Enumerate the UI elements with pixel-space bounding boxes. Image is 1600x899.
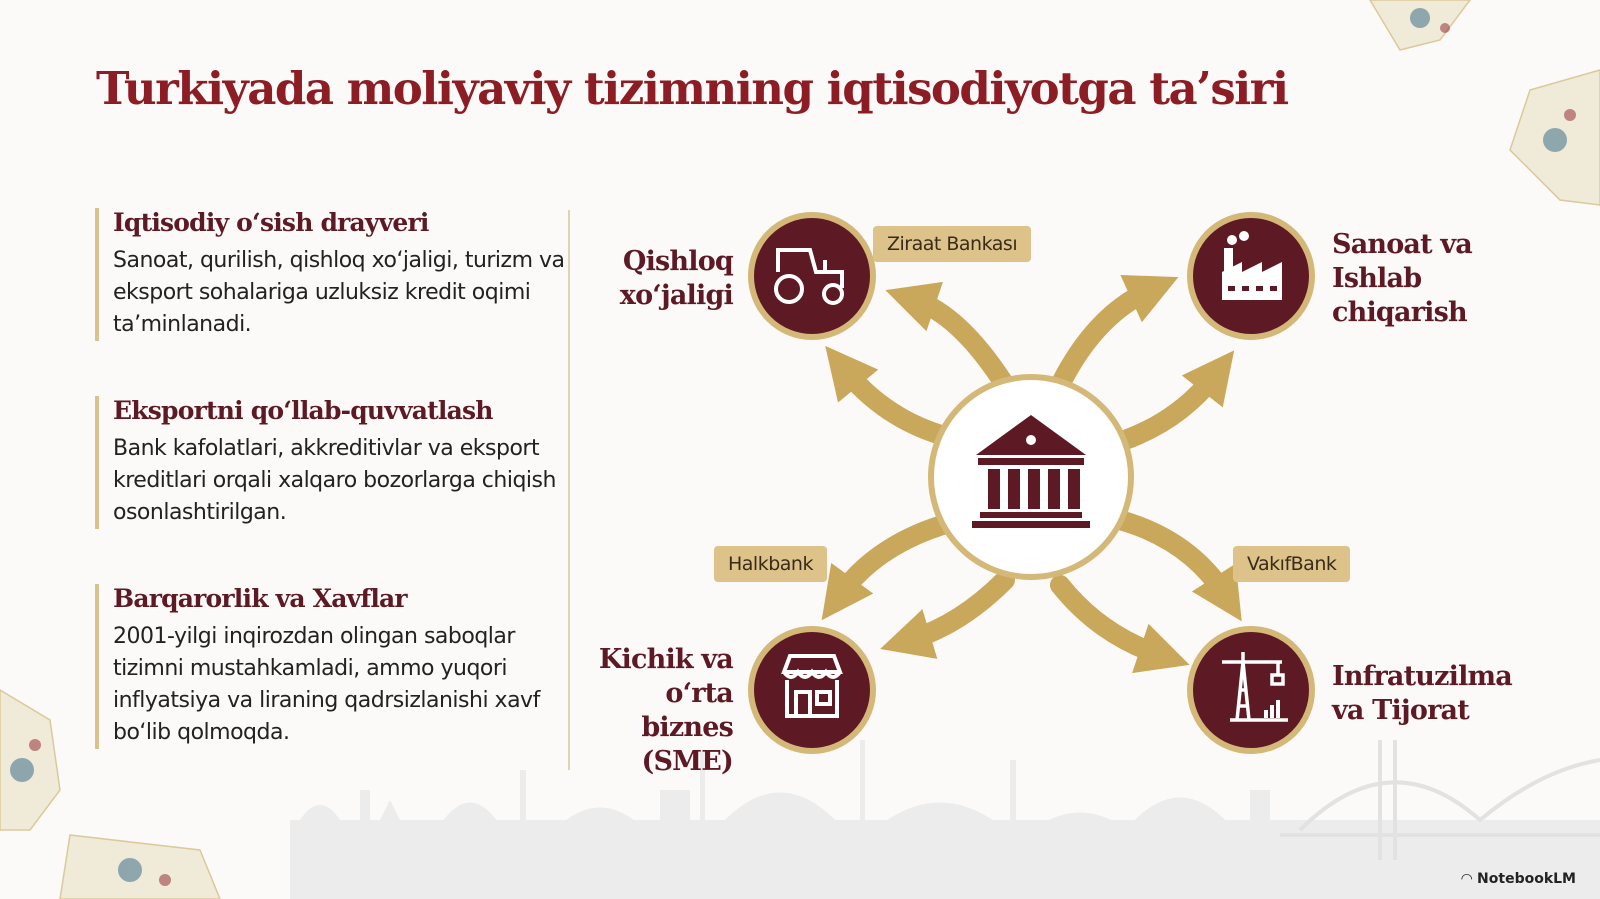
sector-circle-agri bbox=[748, 212, 876, 340]
brand-label: NotebookLM bbox=[1477, 871, 1576, 887]
sector-circle-sme bbox=[748, 626, 876, 754]
shop-icon bbox=[781, 654, 843, 718]
section-stability-risks: Barqarorlik va Xavflar 2001-yilgi inqiro… bbox=[95, 584, 583, 749]
crane-icon bbox=[1222, 652, 1288, 722]
page-title: Turkiyada moliyaviy tizimning iqtisodiyo… bbox=[96, 62, 1289, 115]
section-text: 2001-yilgi inqirozdan olingan saboqlar t… bbox=[113, 624, 540, 745]
section-heading: Eksportni qo‘llab-quvvatlash bbox=[113, 396, 493, 425]
bank-tag-ziraat: Ziraat Bankası bbox=[873, 226, 1032, 262]
sector-label-sme: Kichik va o‘rta biznes (SME) bbox=[598, 644, 734, 777]
financial-hub-diagram bbox=[748, 212, 1315, 754]
section-growth-driver: Iqtisodiy o‘sish drayveri Sanoat, qurili… bbox=[95, 208, 583, 341]
section-text: Sanoat, qurilish, qishloq xo‘jaligi, tur… bbox=[113, 248, 565, 337]
section-heading: Iqtisodiy o‘sish drayveri bbox=[113, 208, 429, 237]
arrow bbox=[1110, 510, 1242, 622]
arrow bbox=[821, 510, 970, 621]
arrow bbox=[1050, 274, 1179, 395]
arrow bbox=[880, 570, 1015, 659]
arrow bbox=[1050, 575, 1190, 674]
sector-label-industry: Sanoat va Ishlab chiqarish bbox=[1332, 229, 1473, 328]
arrow bbox=[885, 281, 1015, 395]
column-divider bbox=[568, 210, 570, 770]
notebooklm-logo-icon: ◠ bbox=[1461, 871, 1478, 887]
section-heading: Barqarorlik va Xavflar bbox=[113, 584, 408, 613]
sector-label-agri: Qishloq xo‘jaligi bbox=[619, 246, 734, 311]
section-text: Bank kafolatlari, akkreditivlar va ekspo… bbox=[113, 436, 556, 525]
bank-tag-halkbank: Halkbank bbox=[714, 546, 827, 582]
arrow bbox=[1115, 350, 1235, 450]
bank-building-icon bbox=[972, 415, 1090, 528]
notebooklm-watermark: ◠ NotebookLM bbox=[1461, 871, 1576, 887]
central-bank-hub bbox=[928, 374, 1134, 580]
sector-circle-industry bbox=[1187, 212, 1315, 340]
sector-label-infra: Infratuzilma va Tijorat bbox=[1332, 661, 1513, 726]
factory-icon bbox=[1222, 231, 1282, 300]
section-export-support: Eksportni qo‘llab-quvvatlash Bank kafola… bbox=[95, 396, 583, 529]
sector-circle-infra bbox=[1187, 626, 1315, 754]
bank-tag-vakifbank: VakıfBank bbox=[1233, 546, 1351, 582]
tractor-icon bbox=[774, 248, 844, 305]
